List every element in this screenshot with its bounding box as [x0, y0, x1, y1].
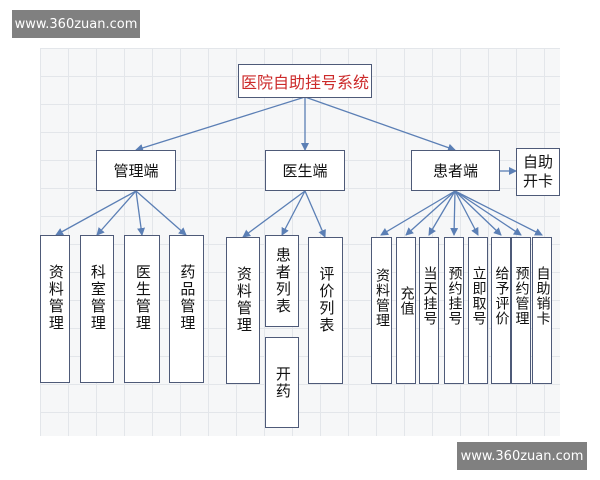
patient-item: 预约管理 [511, 237, 531, 384]
doctor-item-label: 评价列表 [317, 266, 336, 334]
patient-node: 患者端 [411, 150, 500, 191]
admin-node: 管理端 [96, 150, 176, 191]
patient-item: 立即取号 [468, 237, 488, 384]
root-node: 医院自助挂号系统 [238, 64, 372, 98]
patient-item-label: 资料管理 [373, 268, 390, 328]
patient-item-label: 给予评价 [493, 266, 510, 326]
doctor-item-label: 资料管理 [234, 266, 253, 334]
doctor-item: 患者列表 [265, 235, 299, 327]
watermark-bottom: www.360zuan.com [457, 442, 587, 470]
admin-item-label: 科室管理 [88, 264, 107, 332]
doctor-item-label: 患者列表 [273, 247, 292, 315]
patient-item-label: 当天挂号 [421, 266, 438, 326]
watermark-top: www.360zuan.com [12, 10, 140, 38]
patient-item: 资料管理 [371, 237, 392, 384]
doctor-sub-item: 开药 [265, 337, 299, 428]
doctor-node: 医生端 [265, 150, 345, 191]
patient-item: 当天挂号 [419, 237, 439, 384]
doctor-sub-label: 开药 [273, 365, 292, 400]
admin-item: 药品管理 [169, 235, 204, 383]
patient-item-label: 预约挂号 [446, 266, 463, 326]
patient-item: 预约挂号 [444, 237, 464, 384]
admin-item-label: 医生管理 [133, 264, 152, 332]
self-card-label: 自助开卡 [522, 152, 553, 191]
admin-item-label: 资料管理 [46, 264, 65, 332]
patient-item-label: 充值 [398, 286, 415, 316]
self-card-node: 自助开卡 [516, 148, 560, 196]
patient-item: 给予评价 [491, 237, 511, 384]
admin-item: 医生管理 [124, 235, 160, 383]
doctor-item: 资料管理 [226, 237, 260, 384]
patient-item: 充值 [396, 237, 416, 384]
patient-item-label: 立即取号 [470, 266, 487, 326]
patient-item: 自助销卡 [532, 237, 552, 384]
doctor-item: 评价列表 [308, 237, 343, 384]
admin-item: 科室管理 [80, 235, 114, 383]
admin-item: 资料管理 [40, 235, 70, 383]
patient-item-label: 自助销卡 [534, 266, 551, 326]
admin-item-label: 药品管理 [178, 264, 197, 332]
patient-item-label: 预约管理 [513, 266, 530, 326]
